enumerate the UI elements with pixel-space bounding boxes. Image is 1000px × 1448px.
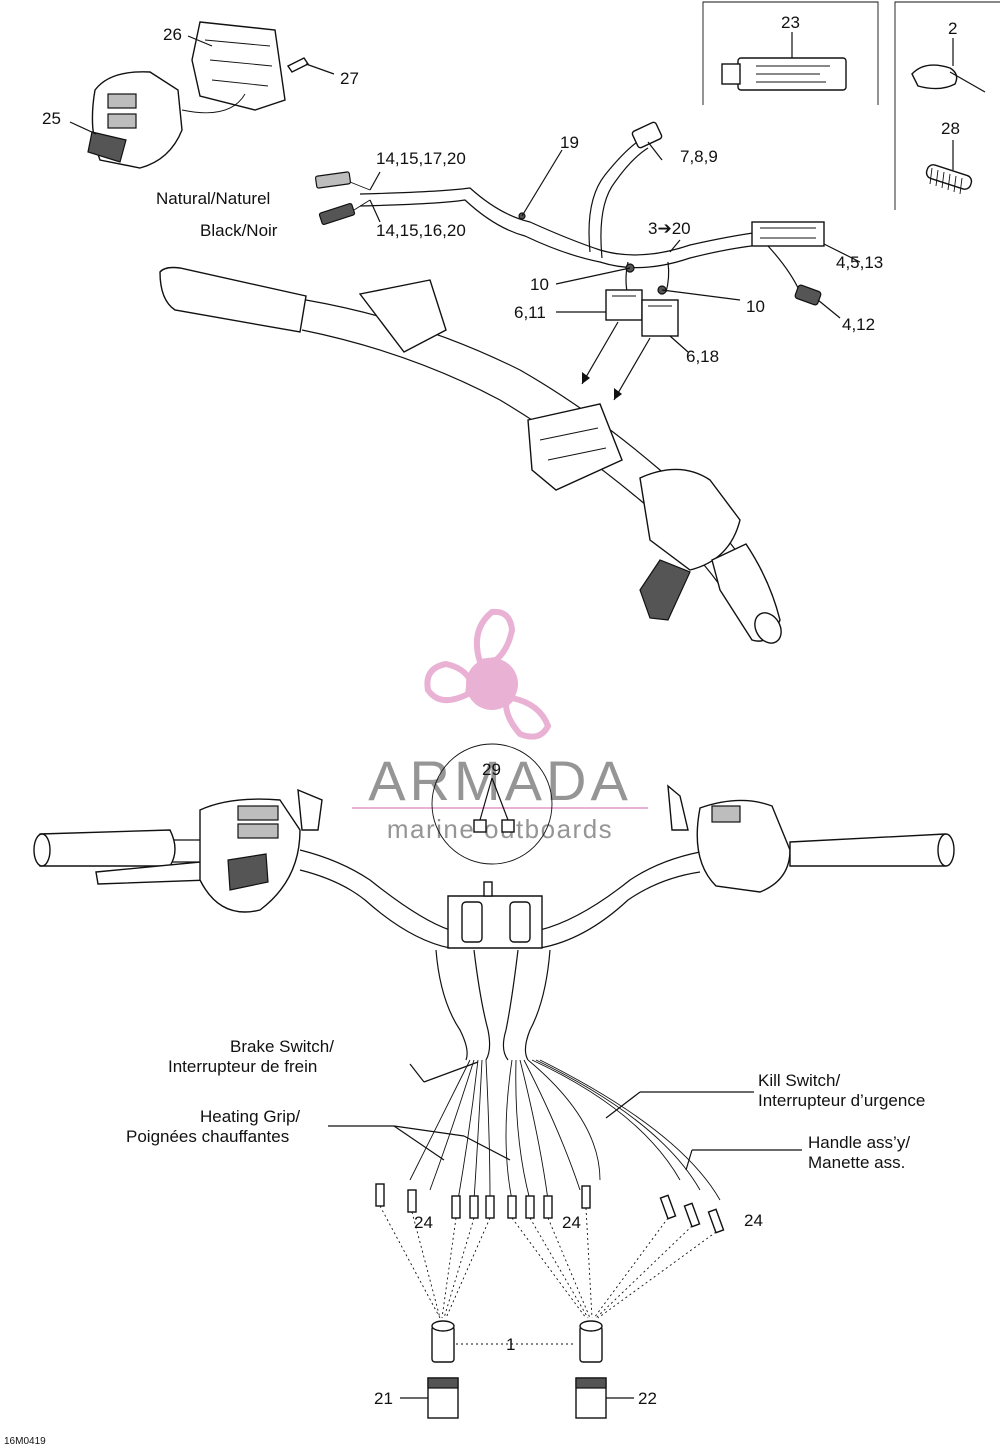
cable-tie-part — [911, 64, 958, 90]
callout-14-15-16-20: 14,15,16,20 — [376, 221, 466, 240]
terminal — [375, 1183, 385, 1207]
watermark-brand: ARMADA — [368, 749, 632, 812]
terminal — [507, 1195, 517, 1219]
screw-part — [286, 57, 310, 73]
right-switch-housing-upper — [639, 468, 741, 571]
watermark-tagline: marine outboards — [387, 814, 613, 844]
kill-switch-label-en: Kill Switch/ — [758, 1071, 840, 1090]
terminal — [451, 1195, 461, 1219]
terminal — [683, 1202, 701, 1228]
spiral-sleeve-part — [925, 164, 973, 195]
callout-27: 27 — [340, 69, 359, 88]
left-button-2 — [237, 823, 279, 839]
callout-6-11: 6,11 — [514, 303, 546, 322]
wire-label-natural: Natural/Naturel — [156, 189, 270, 208]
callout-labels: 26 27 25 23 2 28 19 7,8,9 14,15,17,20 Na… — [4, 13, 960, 1447]
callout-24b: 24 — [562, 1213, 581, 1232]
callout-2: 2 — [948, 19, 957, 38]
callout-4-5-13: 4,5,13 — [836, 253, 883, 272]
terminal — [707, 1208, 725, 1234]
center-switch-block — [527, 403, 623, 491]
callout-24a: 24 — [414, 1213, 433, 1232]
connector-7-8-9 — [631, 121, 663, 149]
terminal — [485, 1195, 495, 1219]
callout-6-18: 6,18 — [686, 347, 719, 366]
right-grip-lower — [789, 833, 952, 867]
callout-23: 23 — [781, 13, 800, 32]
kill-switch-label-fr: Interrupteur d’urgence — [758, 1091, 925, 1110]
callout-1: 1 — [506, 1335, 515, 1354]
callout-4-12: 4,12 — [842, 315, 875, 334]
switch-button-mid — [107, 113, 137, 129]
terminal — [659, 1194, 677, 1220]
callout-10b: 10 — [746, 297, 765, 316]
callout-28: 28 — [941, 119, 960, 138]
brake-switch-label-fr: Interrupteur de frein — [168, 1057, 317, 1076]
upper-wire-harness — [314, 121, 861, 401]
callout-26: 26 — [163, 25, 182, 44]
lower-wire-bundle — [328, 949, 802, 1419]
natural-connector — [314, 171, 352, 189]
upper-handlebar — [159, 266, 782, 644]
throttle-housing — [358, 279, 447, 353]
terminal — [543, 1195, 553, 1219]
switch-housing-cover — [191, 21, 286, 111]
wire-label-black: Black/Noir — [200, 221, 278, 240]
left-button-1 — [237, 805, 279, 821]
handle-assy-label-fr: Manette ass. — [808, 1153, 905, 1172]
black-connector — [318, 202, 356, 226]
right-switch-housing-lower — [696, 799, 791, 893]
detail-pin-right — [501, 819, 515, 833]
callout-24c: 24 — [744, 1211, 763, 1230]
callout-22: 22 — [638, 1389, 657, 1408]
heating-grip-label-en: Heating Grip/ — [200, 1107, 300, 1126]
brake-lever-upper — [639, 559, 691, 621]
callout-25: 25 — [42, 109, 61, 128]
left-grip-lower — [35, 829, 176, 867]
callout-10a: 10 — [530, 275, 549, 294]
callout-19: 19 — [560, 133, 579, 152]
callout-29: 29 — [482, 760, 501, 779]
switch-button-lower — [87, 131, 127, 163]
propeller-blade-left — [424, 660, 474, 703]
callout-14-15-17-20: 14,15,17,20 — [376, 149, 466, 168]
detail-circle-29 — [431, 743, 553, 865]
callout-3-to-20: 3➔20 — [648, 219, 691, 238]
detail-pin-left — [473, 819, 487, 833]
handle-assy-label-en: Handle ass’y/ — [808, 1133, 910, 1152]
left-mirror-mount — [297, 788, 323, 831]
connector-6-11 — [605, 289, 643, 321]
connector-4-12 — [794, 284, 822, 306]
connector-6-18 — [641, 299, 679, 337]
terminal — [407, 1189, 417, 1213]
watermark: ARMADA marine outboards — [352, 608, 648, 844]
terminal — [525, 1195, 535, 1219]
left-button-3 — [227, 853, 269, 891]
right-button — [711, 805, 741, 823]
propeller-hub — [466, 658, 518, 710]
callout-21: 21 — [374, 1389, 393, 1408]
terminal — [469, 1195, 479, 1219]
switch-button-top — [107, 93, 137, 109]
propeller-blade-top — [474, 608, 516, 666]
heating-grip-label-fr: Poignées chauffantes — [126, 1127, 289, 1146]
figure-code: 16M0419 — [4, 1436, 46, 1447]
propeller-blade-right — [502, 694, 552, 740]
grease-tube-cap — [721, 63, 741, 85]
inset-box-ties — [894, 1, 1000, 210]
inset-box-grease — [702, 1, 879, 105]
lower-handlebar — [33, 784, 955, 949]
callout-7-8-9: 7,8,9 — [680, 147, 718, 166]
right-mirror-mount — [667, 784, 689, 831]
left-grip-upper — [159, 266, 307, 333]
switch-housing-assembly — [69, 21, 335, 169]
brake-switch-label-en: Brake Switch/ — [230, 1037, 334, 1056]
terminal — [581, 1185, 591, 1209]
connector-block-4-5-13 — [751, 221, 825, 247]
